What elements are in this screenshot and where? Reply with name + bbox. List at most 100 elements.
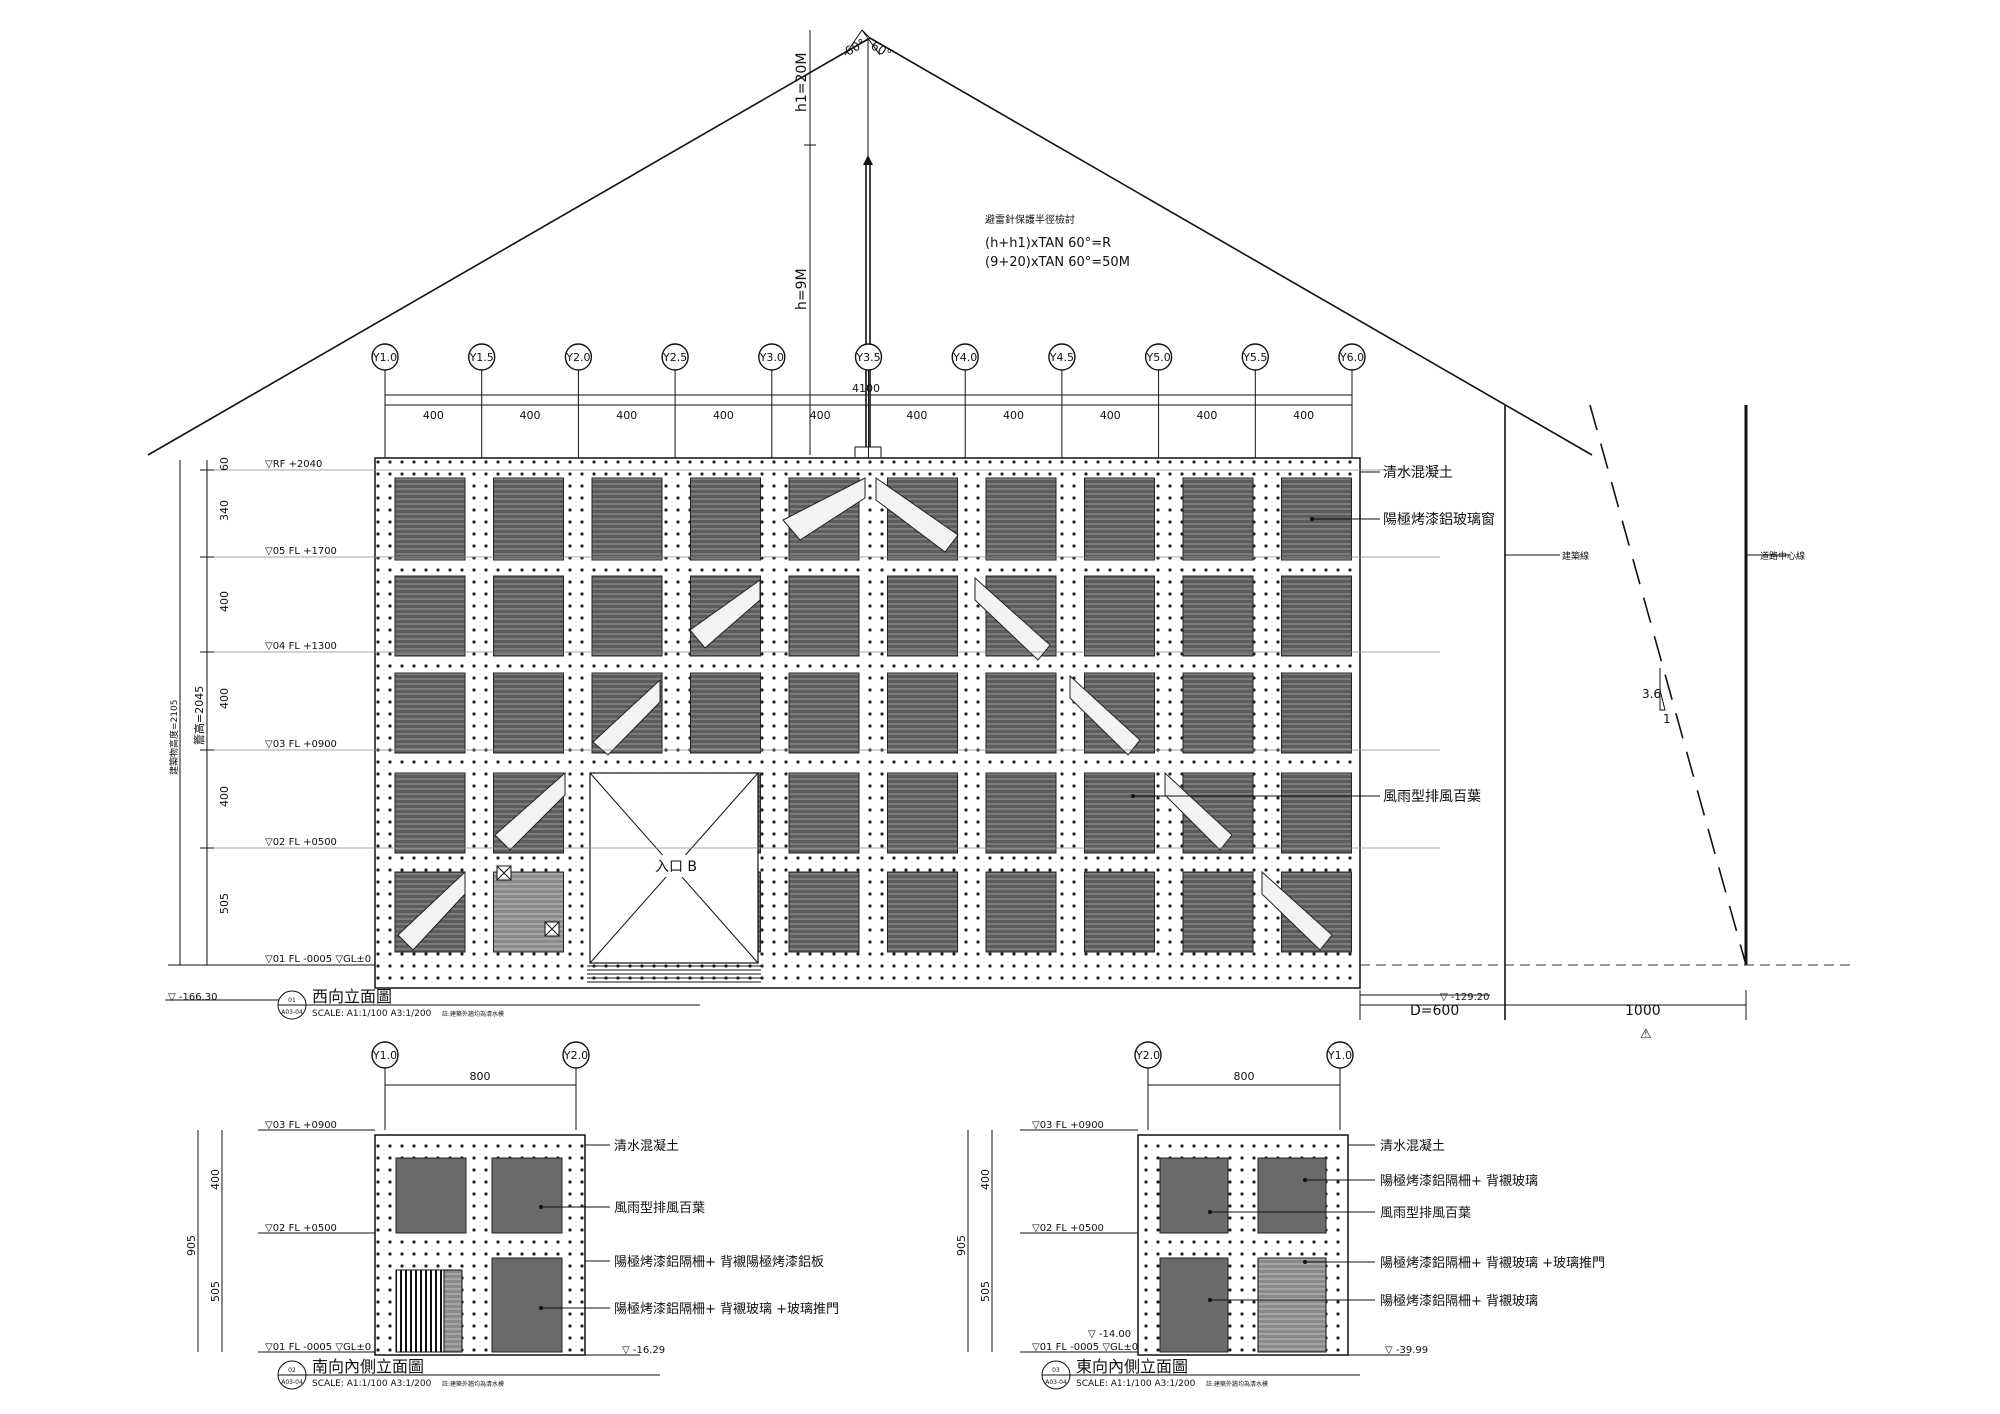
grid-label: Y4.0 [952,351,977,364]
window-panel [887,575,958,657]
east-levels: ▽03 FL +0900 ▽02 FL +0500 ▽01 FL -0005 ▽… [955,1120,1138,1353]
level-label: ▽RF +2040 [265,459,322,470]
south-dim-505: 505 [209,1281,222,1302]
grid-label: Y1.0 [372,351,397,364]
overall-height-a: 建築物高度=2105 [168,700,180,775]
window-panel [591,477,663,561]
east-level-3: ▽03 FL +0900 [1032,1120,1104,1131]
window-panel [1182,477,1254,561]
east-spot-a: ▽ -14.00 [1088,1329,1131,1340]
window-panel [887,871,958,953]
window-panel [394,477,466,561]
span-dim: 400 [1100,409,1121,422]
window-panel [985,672,1057,754]
level-label: ▽02 FL +0500 [265,837,337,848]
east-callout-2: 陽極烤漆鋁隔柵+ 背襯玻璃 [1380,1173,1538,1189]
west-note: 註:建築外牆均為清水模 [442,1010,504,1018]
west-title-sheet: A03-04 [281,1009,303,1016]
window-panel [1281,672,1352,754]
window-panel [1281,772,1352,854]
lightning-rod-tip-icon [863,155,873,165]
south-title: 南向內側立面圖 [312,1357,424,1376]
window-panel [493,477,564,561]
level-dim: 340 [218,500,231,521]
cone-angle-right: 60° [869,38,894,61]
south-callouts: 清水混凝土 風雨型排風百葉 陽極烤漆鋁隔柵+ 背襯陽極烤漆鋁板 陽極烤漆鋁隔柵+… [539,1138,839,1356]
delta-icon: ⚠ [1640,1027,1652,1042]
span-dim: 400 [810,409,831,422]
east-title-num: 03 [1052,1367,1060,1374]
west-entrance-b[interactable]: 入口 B [587,772,761,983]
south-grid-1: Y1.0 [372,1049,397,1062]
east-glass-door[interactable] [1257,1257,1327,1353]
east-dim-905: 905 [955,1235,968,1256]
level-dim: 400 [218,591,231,612]
east-level-2: ▽02 FL +0500 [1032,1223,1104,1234]
south-title-block: 02 A03-04 南向內側立面圖 SCALE: A1:1/100 A3:1/2… [277,1357,660,1390]
east-dim-400: 400 [979,1169,992,1190]
grid-label: Y3.0 [759,351,784,364]
window-panel [788,672,860,754]
setback-diagram: 建築線 道路中心線 3.6 1 D=600 1000 ⚠ ▽ -129.20 [1359,404,1850,1042]
south-elevation: Y1.0 Y2.0 800 ▽03 FL +0900 ▽02 FL +0500 … [185,1041,839,1390]
level-dim: 400 [218,786,231,807]
west-total-width: 4100 [852,382,880,395]
east-grid-2: Y1.0 [1327,1049,1352,1062]
span-dim: 400 [423,409,444,422]
entrance-label: 入口 B [655,859,697,875]
south-grid-bubbles: Y1.0 Y2.0 800 [371,1041,590,1130]
south-grille-door[interactable] [395,1269,445,1353]
cone-angle-left: 60° [843,36,868,59]
east-callouts: 清水混凝土 陽極烤漆鋁隔柵+ 背襯玻璃 風雨型排風百葉 陽極烤漆鋁隔柵+ 背襯玻… [1208,1138,1605,1356]
south-grid-2: Y2.0 [563,1049,588,1062]
east-scale: SCALE: A1:1/100 A3:1/200 [1076,1379,1196,1389]
window-panel [591,575,663,657]
setback-d: D=600 [1410,1003,1459,1019]
east-callout-3: 風雨型排風百葉 [1380,1206,1471,1221]
east-callout-4: 陽極烤漆鋁隔柵+ 背襯玻璃 +玻璃推門 [1380,1255,1605,1271]
window-panel [1182,672,1254,754]
west-scale: SCALE: A1:1/100 A3:1/200 [312,1009,432,1019]
grid-label: Y2.5 [662,351,687,364]
road-dim: 1000 [1625,1003,1661,1019]
west-height-dims: 建築物高度=2105 簷高=2045 [168,460,375,966]
west-title: 西向立面圖 [312,987,392,1006]
window-panel [887,672,958,754]
level-label: ▽04 FL +1300 [265,641,337,652]
east-dim-505: 505 [979,1281,992,1302]
level-label: ▽03 FL +0900 [265,739,337,750]
east-title: 東向內側立面圖 [1076,1357,1188,1376]
east-level-1: ▽01 FL -0005 ▽GL±0 [1032,1342,1138,1353]
window-panel [985,871,1057,953]
east-elevation: Y2.0 Y1.0 800 ▽03 FL +0900 ▽02 FL +0500 … [955,1041,1605,1390]
callout-louver: 風雨型排風百葉 [1383,789,1481,805]
west-braces [397,477,1333,951]
window-panel [394,672,466,754]
dim-h: h=9M [794,268,810,310]
grid-label: Y5.0 [1145,351,1170,364]
south-title-sheet: A03-04 [281,1379,303,1386]
span-dim: 400 [906,409,927,422]
south-dim-400: 400 [209,1169,222,1190]
window-panel [1084,477,1155,561]
west-title-num: 01 [288,997,296,1004]
window-panel [1084,575,1155,657]
slope-denominator: 1 [1663,712,1671,726]
south-scale: SCALE: A1:1/100 A3:1/200 [312,1379,432,1389]
south-levels: ▽03 FL +0900 ▽02 FL +0500 ▽01 FL -0005 ▽… [185,1120,375,1353]
south-callout-1: 清水混凝土 [614,1138,679,1154]
east-grid-1: Y2.0 [1135,1049,1160,1062]
grid-label: Y3.5 [855,351,880,364]
south-level-3: ▽03 FL +0900 [265,1120,337,1131]
window-panel [1084,871,1155,953]
span-dim: 400 [713,409,734,422]
east-width-dim: 800 [1234,1070,1255,1083]
window-panel [788,871,860,953]
east-title-block: 03 A03-04 東向內側立面圖 SCALE: A1:1/100 A3:1/2… [1041,1357,1360,1390]
east-title-sheet: A03-04 [1045,1379,1067,1386]
entrance-steps [587,965,761,983]
west-elevation: 60° 60° h1=20M h=9M 避雷針保護半徑檢討 (h+h1)xTAN… [147,29,1850,1042]
span-dim: 400 [1196,409,1217,422]
south-width-dim: 800 [470,1070,491,1083]
